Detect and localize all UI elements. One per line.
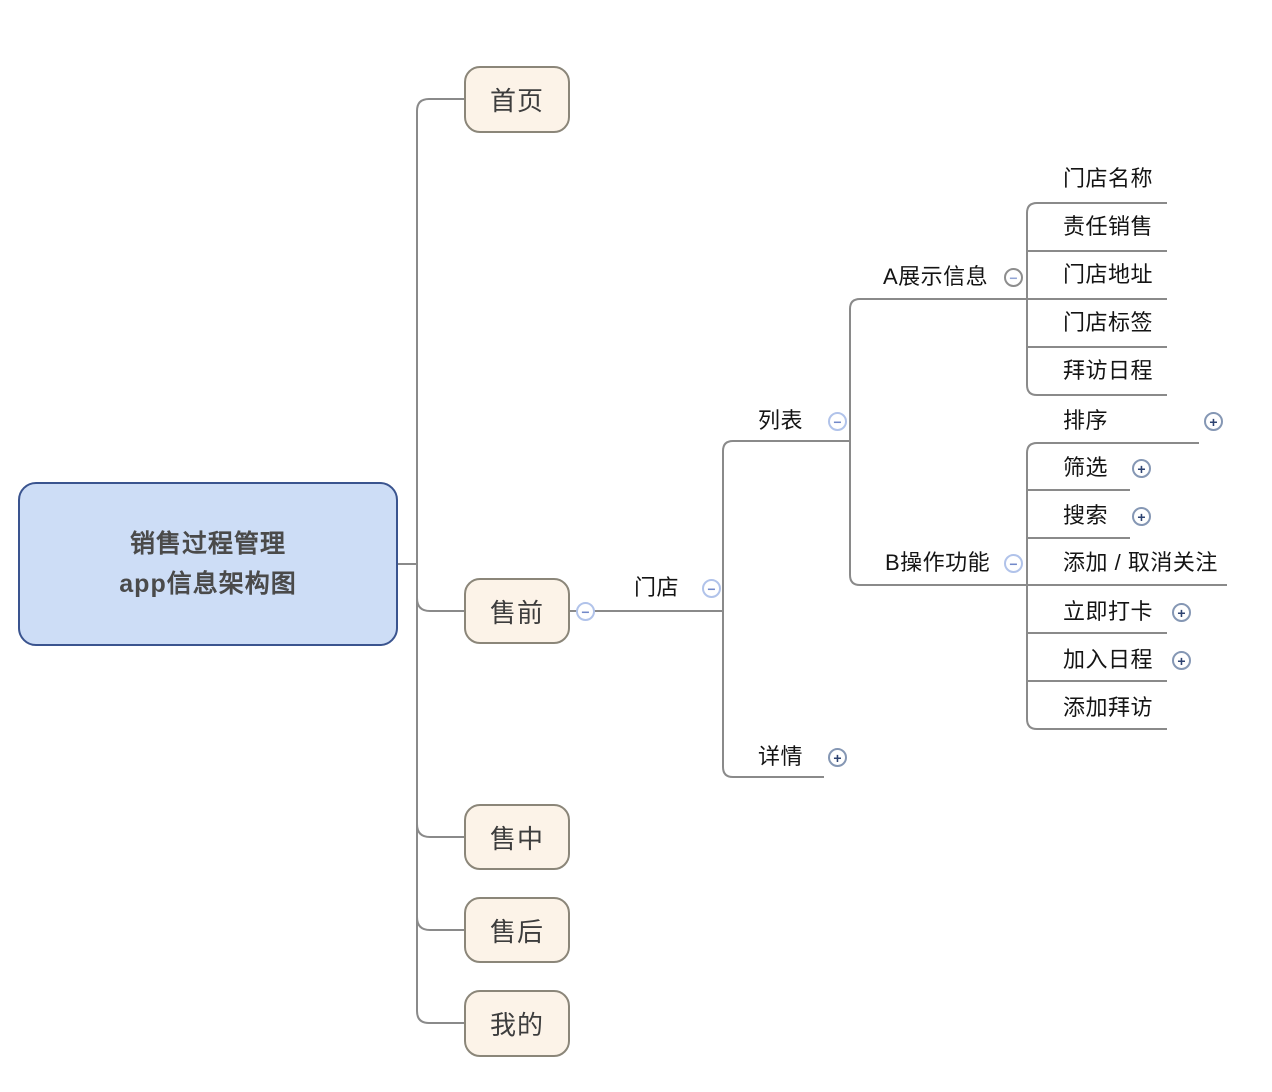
node-search[interactable]: 搜索: [1063, 503, 1109, 528]
expand-icon-search[interactable]: +: [1132, 507, 1151, 526]
node-actions[interactable]: B操作功能: [885, 550, 991, 575]
trunk-line: [416, 98, 464, 1024]
topic-presale-label: 售前: [489, 597, 544, 628]
expand-icon-checkin-now[interactable]: +: [1172, 603, 1191, 622]
midsale-branch-line: [416, 823, 464, 838]
topic-presale[interactable]: 售前: [464, 578, 570, 644]
node-checkin-now[interactable]: 立即打卡: [1063, 599, 1154, 624]
node-detail[interactable]: 详情: [758, 744, 804, 769]
expand-icon-add-to-schedule[interactable]: +: [1172, 651, 1191, 670]
expand-icon-detail[interactable]: +: [828, 748, 847, 767]
node-store-tag[interactable]: 门店标签: [1063, 310, 1154, 335]
node-add-visit[interactable]: 添加拜访: [1063, 695, 1154, 720]
list-children-bracket: [849, 298, 1027, 586]
collapse-icon-store[interactable]: −: [702, 579, 721, 598]
node-responsible-sales[interactable]: 责任销售: [1063, 214, 1154, 239]
topic-home-label: 首页: [489, 86, 544, 116]
root-topic-label: 销售过程管理 app信息架构图: [119, 530, 297, 598]
aftersale-branch-line: [416, 916, 464, 931]
topic-aftersale[interactable]: 售后: [464, 897, 570, 963]
node-store[interactable]: 门店: [634, 575, 680, 600]
actions-children-underlines: [1027, 489, 1227, 682]
node-filter[interactable]: 筛选: [1063, 455, 1109, 480]
node-add-to-schedule[interactable]: 加入日程: [1063, 647, 1154, 672]
topic-midsale[interactable]: 售中: [464, 804, 570, 870]
store-children-bracket: [722, 440, 850, 778]
node-visit-schedule[interactable]: 拜访日程: [1063, 358, 1154, 383]
node-list[interactable]: 列表: [758, 408, 804, 433]
node-store-name[interactable]: 门店名称: [1063, 166, 1154, 191]
collapse-icon-presale[interactable]: −: [576, 602, 595, 621]
topic-mine-label: 我的: [489, 1010, 544, 1040]
node-store-address[interactable]: 门店地址: [1063, 262, 1154, 287]
presale-branch-line: [416, 597, 464, 612]
display-children-underlines: [1027, 250, 1167, 348]
expand-icon-sort[interactable]: +: [1204, 412, 1223, 431]
root-topic[interactable]: 销售过程管理 app信息架构图: [18, 482, 398, 646]
topic-midsale-label: 售中: [489, 823, 544, 854]
node-follow-unfollow[interactable]: 添加 / 取消关注: [1063, 550, 1218, 575]
node-sort[interactable]: 排序: [1063, 408, 1109, 433]
expand-icon-filter[interactable]: +: [1132, 459, 1151, 478]
topic-aftersale-label: 售后: [489, 916, 544, 947]
topic-home[interactable]: 首页: [464, 66, 570, 133]
node-display-info[interactable]: A展示信息: [883, 264, 989, 289]
collapse-icon-actions[interactable]: −: [1004, 554, 1023, 573]
topic-mine[interactable]: 我的: [464, 990, 570, 1057]
collapse-icon-list[interactable]: −: [828, 412, 847, 431]
collapse-icon-display-info[interactable]: −: [1004, 268, 1023, 287]
